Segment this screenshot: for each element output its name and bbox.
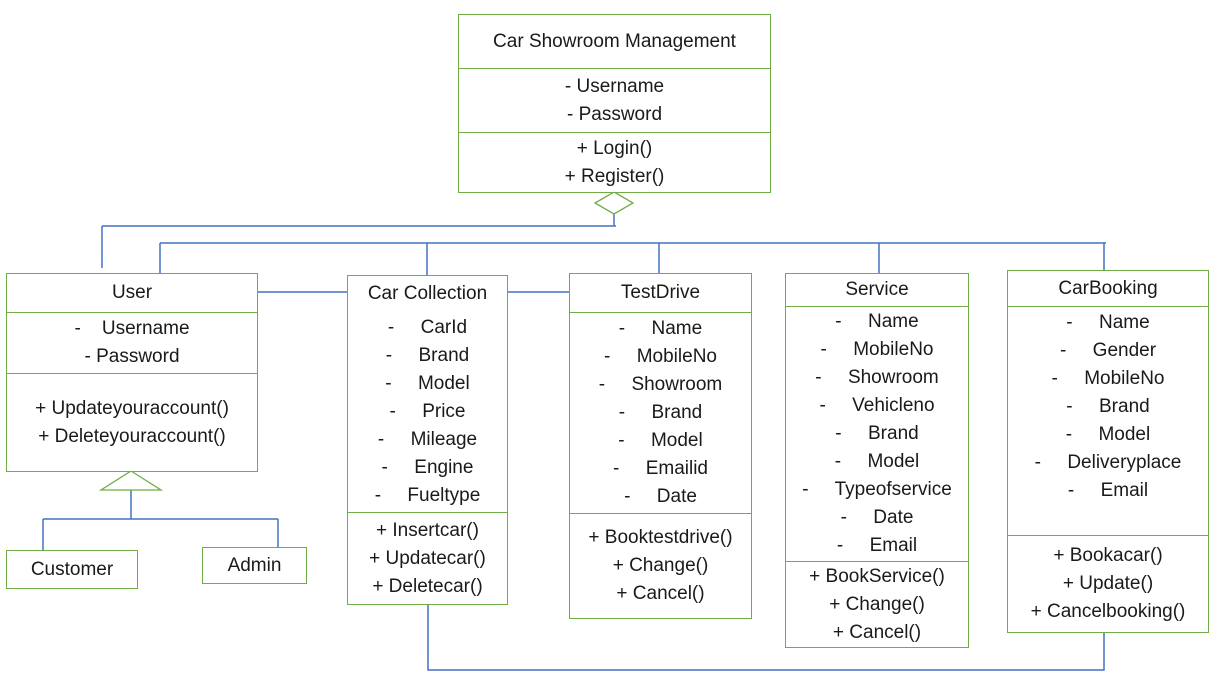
test-drive-class: TestDrive - Name - MobileNo - Showroom -… xyxy=(569,273,752,619)
class-methods: + Bookacar() + Update() + Cancelbooking(… xyxy=(1008,535,1208,632)
attribute: - Brand xyxy=(1066,396,1150,417)
attribute: - MobileNo xyxy=(820,339,934,360)
attribute: - CarId xyxy=(387,317,468,338)
method: + Login() xyxy=(576,137,653,159)
attribute: - Name xyxy=(618,318,703,339)
attribute: - Email xyxy=(836,535,918,556)
class-attributes: - CarId - Brand - Model - Price - Mileag… xyxy=(348,312,507,512)
attribute: - Brand xyxy=(835,423,919,444)
attribute: - Name xyxy=(1066,312,1150,333)
attribute: - Fueltype xyxy=(374,485,481,506)
attribute: - MobileNo xyxy=(1051,368,1165,389)
customer-class: Customer xyxy=(6,550,138,589)
attribute: - Date xyxy=(624,486,697,507)
class-title: Car Showroom Management xyxy=(493,30,736,52)
class-methods: + Insertcar() + Updatecar() + Deletecar(… xyxy=(348,512,507,604)
user-class: User - Username - Password + Updateyoura… xyxy=(6,273,258,472)
method: + Deletecar() xyxy=(372,575,483,597)
method: + Change() xyxy=(829,593,925,615)
generalization-triangle xyxy=(98,470,164,491)
attribute: - Emailid xyxy=(612,458,709,479)
attribute: - Model xyxy=(618,430,703,451)
attribute: - Date xyxy=(840,507,914,528)
car-booking-class: CarBooking - Name - Gender - MobileNo - … xyxy=(1007,270,1209,633)
method: + Deleteyouraccount() xyxy=(38,425,226,447)
class-title: Car Collection xyxy=(367,283,488,304)
attribute: - Password xyxy=(566,103,663,125)
attribute: - Model xyxy=(385,373,470,394)
service-class: Service - Name - MobileNo - Showroom - V… xyxy=(785,273,969,648)
admin-class: Admin xyxy=(202,547,307,584)
class-title: CarBooking xyxy=(1058,277,1158,299)
method: + Update() xyxy=(1062,573,1154,594)
attribute: - Username xyxy=(74,318,190,339)
attribute: - Showroom xyxy=(598,374,723,395)
method: + Cancel() xyxy=(616,583,705,604)
aggregation-diamond xyxy=(593,191,635,215)
method: + Insertcar() xyxy=(376,519,479,541)
method: + Change() xyxy=(612,555,709,576)
carcollection-carbooking-link xyxy=(427,604,1105,671)
class-title: Service xyxy=(845,279,909,300)
method: + Cancelbooking() xyxy=(1030,601,1186,622)
class-methods: + Login() + Register() xyxy=(459,132,770,192)
method: + Updateyouraccount() xyxy=(35,397,229,419)
method: + Cancel() xyxy=(832,621,922,643)
attribute: - Vehicleno xyxy=(819,395,935,416)
class-title: TestDrive xyxy=(620,282,701,303)
class-header: Service xyxy=(786,274,968,306)
class-methods: + BookService() + Change() + Cancel() xyxy=(786,561,968,647)
method: + Booktestdrive() xyxy=(588,527,733,548)
class-attributes: - Name - MobileNo - Showroom - Brand - M… xyxy=(570,312,751,513)
class-header: User xyxy=(7,274,257,312)
class-header: Car Collection xyxy=(348,276,507,312)
class-attributes: - Username - Password xyxy=(459,68,770,132)
method: + BookService() xyxy=(809,565,945,587)
car-showroom-management-class: Car Showroom Management - Username - Pas… xyxy=(458,14,771,193)
class-methods: + Booktestdrive() + Change() + Cancel() xyxy=(570,513,751,618)
class-attributes: - Username - Password xyxy=(7,312,257,373)
class-title: User xyxy=(111,282,153,303)
attribute: - Name xyxy=(835,311,919,332)
attribute: - Model xyxy=(1065,424,1151,445)
attribute: - Typeofservice xyxy=(802,479,952,500)
class-methods: + Updateyouraccount() + Deleteyouraccoun… xyxy=(7,373,257,471)
attribute: - Username xyxy=(564,75,665,97)
attribute: - Brand xyxy=(385,345,470,366)
attribute: - Brand xyxy=(618,402,703,423)
car-collection-class: Car Collection - CarId - Brand - Model -… xyxy=(347,275,508,605)
class-title: Customer xyxy=(30,558,114,580)
attribute: - Email xyxy=(1067,480,1149,501)
attribute: - Deliveryplace xyxy=(1034,452,1182,473)
class-title: Admin xyxy=(227,554,282,576)
attribute: - Mileage xyxy=(377,429,478,450)
method: + Bookacar() xyxy=(1053,545,1163,566)
attribute: - Gender xyxy=(1059,340,1157,361)
attribute: - Showroom xyxy=(815,367,939,388)
attribute: - Price xyxy=(389,401,466,422)
class-header: Car Showroom Management xyxy=(459,15,770,68)
attribute: - Password xyxy=(84,346,180,367)
class-header: CarBooking xyxy=(1008,271,1208,306)
attribute: - Model xyxy=(834,451,920,472)
method: + Updatecar() xyxy=(369,547,486,569)
class-attributes: - Name - MobileNo - Showroom - Vehicleno… xyxy=(786,306,968,561)
class-attributes: - Name - Gender - MobileNo - Brand - Mod… xyxy=(1008,306,1208,535)
method: + Register() xyxy=(564,165,665,187)
class-header: TestDrive xyxy=(570,274,751,312)
attribute: - MobileNo xyxy=(604,346,717,367)
attribute: - Engine xyxy=(381,457,474,478)
